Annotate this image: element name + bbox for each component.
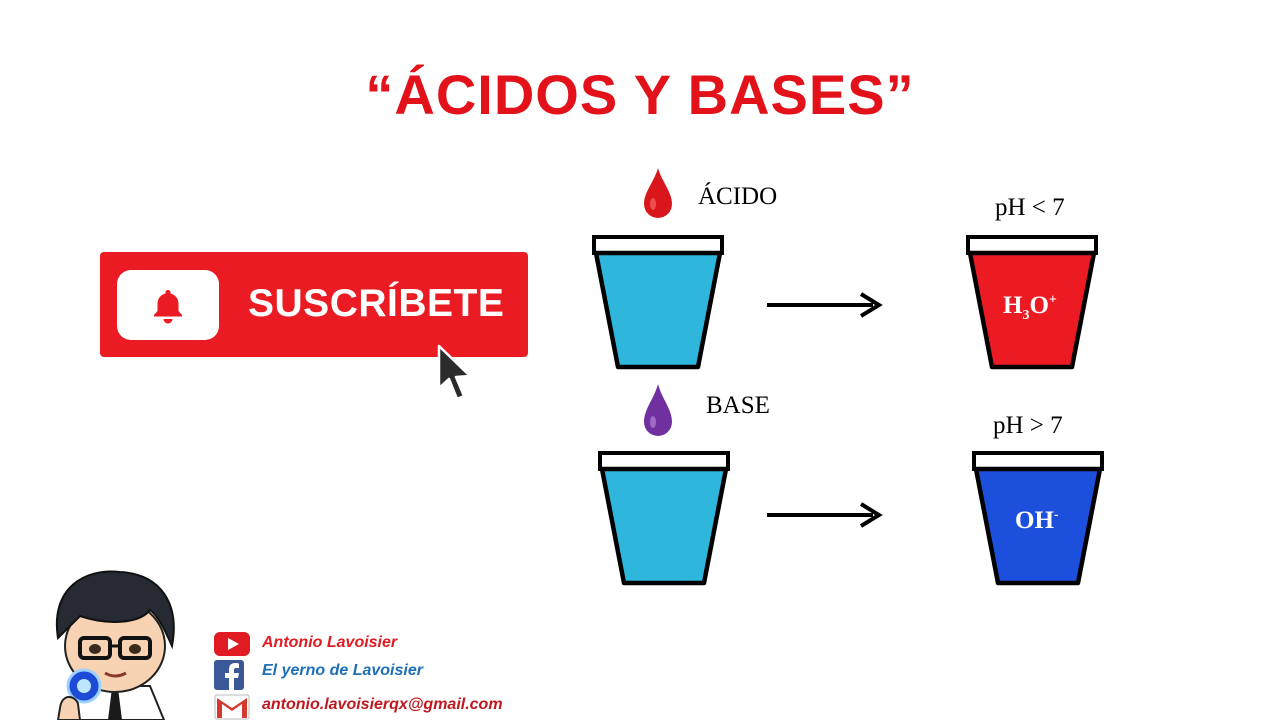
youtube-icon <box>214 632 250 656</box>
base-water-glass <box>598 451 730 586</box>
hydroxide-ion: OH- <box>1015 507 1059 534</box>
email-address: antonio.lavoisierqx@gmail.com <box>262 696 503 713</box>
bell-icon <box>154 290 182 324</box>
acid-water-glass <box>592 235 724 370</box>
hydronium-ion: H3O+ <box>1003 292 1057 323</box>
youtube-channel: Antonio Lavoisier <box>262 634 398 651</box>
subscribe-label: SUSCRÍBETE <box>248 282 505 325</box>
facebook-icon <box>214 660 244 690</box>
acid-label: ÁCIDO <box>698 183 778 210</box>
youtube-play-box <box>117 270 219 340</box>
base-drop-icon <box>644 384 672 436</box>
acid-ph-label: pH < 7 <box>995 194 1065 221</box>
base-ph-label: pH > 7 <box>993 412 1063 439</box>
avatar <box>55 570 175 720</box>
base-label: BASE <box>706 392 770 419</box>
acid-drop-icon <box>644 168 672 218</box>
cursor-icon <box>437 344 472 401</box>
base-result-glass <box>972 451 1104 586</box>
subscribe-button[interactable]: SUSCRÍBETE <box>100 252 528 357</box>
base-arrow <box>767 502 883 528</box>
acid-arrow <box>767 292 883 318</box>
page-title: “ÁCIDOS Y BASES” <box>365 63 915 126</box>
gmail-icon <box>214 694 250 720</box>
acid-result-glass <box>966 235 1098 370</box>
facebook-page: El yerno de Lavoisier <box>262 662 423 679</box>
